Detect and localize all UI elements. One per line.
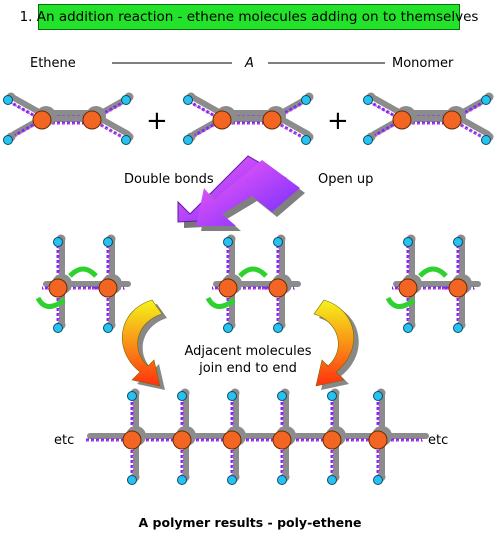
ethene-molecule-1 — [3, 92, 134, 145]
carbon-atom — [322, 430, 342, 450]
opened-molecule-2 — [205, 234, 301, 333]
hydrogen-atom — [453, 323, 463, 333]
hydrogen-atom — [227, 475, 237, 485]
hydrogen-atom — [227, 391, 237, 401]
hydrogen-atom — [363, 95, 373, 105]
hydrogen-atom — [183, 135, 193, 145]
carbon-atom — [272, 430, 292, 450]
green-arrow-icon — [205, 296, 236, 309]
hydrogen-atom — [127, 391, 137, 401]
carbon-atom — [398, 278, 418, 298]
label-adjacent-line2: join end to end — [199, 361, 297, 376]
title-banner: 1. An addition reaction - ethene molecul… — [20, 4, 478, 30]
hydrogen-atom — [363, 135, 373, 145]
hydrogen-atom — [301, 95, 311, 105]
hydrogen-atom — [3, 95, 13, 105]
hydrogen-atom — [177, 391, 187, 401]
hydrogen-atom — [121, 95, 131, 105]
carbon-atom — [98, 278, 118, 298]
hydrogen-atom — [103, 237, 113, 247]
carbon-atom — [172, 430, 192, 450]
hydrogen-atom — [121, 135, 131, 145]
hydrogen-atom — [301, 135, 311, 145]
carbon-atom — [368, 430, 388, 450]
hydrogen-atom — [327, 475, 337, 485]
carbon-atom — [268, 278, 288, 298]
curved-arrow-left — [122, 299, 167, 390]
opened-molecule-3 — [385, 234, 481, 333]
carbon-atom — [218, 278, 238, 298]
hydrogen-atom — [373, 475, 383, 485]
label-etc-left: etc — [54, 433, 75, 448]
green-arrow-icon — [418, 266, 448, 278]
green-arrow-icon — [35, 296, 66, 309]
ethene-molecule-3 — [363, 92, 494, 145]
label-monomer: Monomer — [392, 56, 454, 71]
open-up-arrow-head — [196, 160, 305, 231]
hydrogen-atom — [53, 323, 63, 333]
carbon-atom — [212, 110, 232, 130]
plus-sign-2: + — [327, 106, 349, 136]
green-arrow-icon — [238, 266, 268, 278]
ethene-molecule-2 — [183, 92, 314, 145]
carbon-atom — [122, 430, 142, 450]
hydrogen-atom — [481, 95, 491, 105]
hydrogen-atom — [277, 475, 287, 485]
hydrogen-atom — [103, 323, 113, 333]
hydrogen-atom — [183, 95, 193, 105]
hydrogen-atom — [177, 475, 187, 485]
label-double-bonds: Double bonds — [124, 172, 214, 187]
label-ethene: Ethene — [30, 56, 76, 71]
plus-sign-1: + — [146, 106, 168, 136]
hydrogen-atom — [277, 391, 287, 401]
carbon-atom — [32, 110, 52, 130]
label-open-up: Open up — [318, 172, 374, 187]
hydrogen-atom — [53, 237, 63, 247]
hydrogen-atom — [223, 237, 233, 247]
hydrogen-atom — [3, 135, 13, 145]
green-arrow-icon — [68, 266, 98, 278]
label-etc-right: etc — [428, 433, 449, 448]
green-arrow-icon — [385, 296, 416, 309]
hydrogen-atom — [373, 391, 383, 401]
hydrogen-atom — [481, 135, 491, 145]
hydrogen-atom — [453, 237, 463, 247]
opened-molecule-1 — [35, 234, 131, 333]
carbon-atom — [48, 278, 68, 298]
carbon-atom — [82, 110, 102, 130]
hydrogen-atom — [273, 237, 283, 247]
carbon-atom — [442, 110, 462, 130]
carbon-atom — [222, 430, 242, 450]
hydrogen-atom — [273, 323, 283, 333]
footer-caption: A polymer results - poly-ethene — [138, 515, 362, 530]
hydrogen-atom — [223, 323, 233, 333]
hydrogen-atom — [327, 391, 337, 401]
carbon-atom — [262, 110, 282, 130]
carbon-atom — [448, 278, 468, 298]
hydrogen-atom — [127, 475, 137, 485]
title-text: 1. An addition reaction - ethene molecul… — [19, 9, 479, 25]
hydrogen-atom — [403, 237, 413, 247]
hydrogen-atom — [403, 323, 413, 333]
carbon-atom — [392, 110, 412, 130]
polymer-chain — [86, 388, 429, 485]
label-adjacent-line1: Adjacent molecules — [184, 344, 312, 359]
label-a: A — [245, 56, 254, 71]
